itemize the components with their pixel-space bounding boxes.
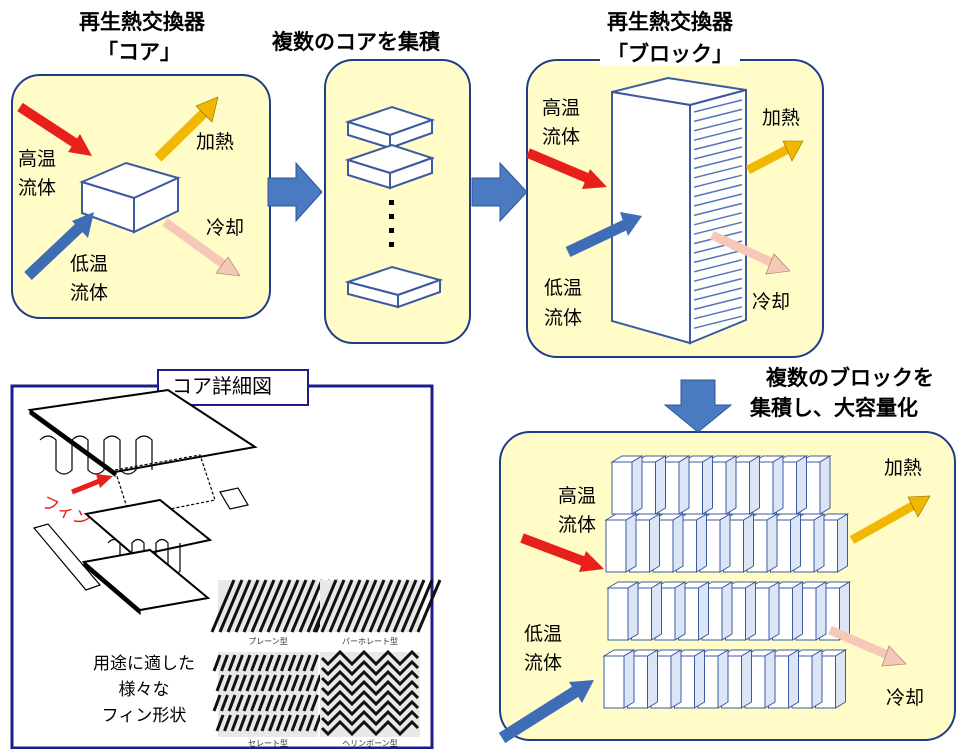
flow-arrow-down — [663, 379, 733, 433]
fin-photo-serrated — [212, 652, 322, 737]
block-prism — [611, 76, 747, 345]
array-title-line2: 集積し、大容量化 — [750, 396, 918, 420]
array-block — [602, 649, 636, 709]
core-hot-arrow — [17, 102, 92, 156]
core-heat-label: 加熱 — [196, 131, 235, 153]
array-cold-label-2: 流体 — [524, 652, 563, 674]
array-cold-label-1: 低温 — [524, 623, 563, 645]
array-block — [610, 455, 644, 515]
core-cold-arrow — [24, 212, 94, 280]
fin-caption-line2: 様々な — [118, 680, 170, 700]
flow-arrow-2 — [471, 161, 528, 223]
block-cool-label: 冷却 — [752, 291, 791, 313]
array-cool-label: 冷却 — [886, 687, 925, 709]
stacked-title: 複数のコアを集積 — [272, 30, 440, 54]
core-cube — [79, 161, 181, 234]
array-hot-label-2: 流体 — [558, 514, 597, 536]
fin-type-serrated: セレート型 — [248, 739, 288, 748]
block-heat-arrow — [745, 140, 804, 174]
array-hot-arrow — [520, 533, 604, 572]
fin-photo-herringbone — [320, 649, 420, 737]
core-title-line2: 「コア」 — [97, 40, 181, 64]
fin-type-perforated: パーホレート型 — [342, 637, 398, 646]
fin-type-plain: プレーン型 — [248, 637, 288, 646]
block-heat-label: 加熱 — [762, 107, 801, 129]
stacked-core-middle — [344, 143, 436, 190]
core-cold-label-2: 流体 — [70, 282, 109, 304]
stacked-core-bottom — [344, 265, 444, 309]
block-cold-label-2: 流体 — [544, 307, 583, 329]
fin-photo-plain — [210, 579, 340, 633]
fin-caption-line3: フィン形状 — [101, 706, 187, 726]
detail-title: コア詳細図 — [172, 374, 272, 398]
block-hot-arrow — [526, 148, 607, 189]
stacked-core-top — [344, 105, 436, 150]
array-cool-arrow — [828, 625, 907, 667]
exploded-core-sketch — [27, 388, 258, 616]
block-hot-label-1: 高温 — [542, 97, 581, 119]
array-block — [604, 513, 638, 573]
block-cold-arrow — [565, 212, 642, 257]
block-hot-label-2: 流体 — [542, 126, 581, 148]
core-hot-label-2: 流体 — [18, 177, 57, 199]
block-title-line1: 再生熱交換器 — [607, 10, 733, 34]
core-cool-label: 冷却 — [206, 217, 245, 239]
array-heat-arrow — [849, 495, 931, 544]
fin-photo-perforated — [312, 579, 442, 633]
block-cool-arrow — [710, 230, 791, 275]
array-hot-label-1: 高温 — [558, 485, 597, 507]
core-heat-arrow — [154, 96, 219, 162]
block-cold-label-1: 低温 — [544, 277, 583, 299]
core-title-line1: 再生熱交換器 — [79, 10, 205, 34]
array-title-line1: 複数のブロックを — [766, 366, 934, 390]
block-array — [602, 455, 852, 709]
core-cool-arrow — [162, 218, 241, 277]
fin-caption-line1: 用途に適した — [93, 654, 195, 674]
block-title-line2: 「ブロック」 — [600, 42, 740, 67]
array-cold-arrow — [498, 680, 594, 744]
fin-pointer-arrow — [71, 474, 113, 495]
flow-arrow-1 — [267, 161, 323, 223]
core-cold-label-1: 低温 — [70, 253, 109, 275]
core-hot-label-1: 高温 — [18, 148, 57, 170]
stacked-core-ellipsis — [389, 200, 394, 247]
array-heat-label: 加熱 — [884, 457, 923, 479]
array-block — [606, 581, 640, 641]
fin-type-herringbone: ヘリンボーン型 — [342, 739, 398, 748]
